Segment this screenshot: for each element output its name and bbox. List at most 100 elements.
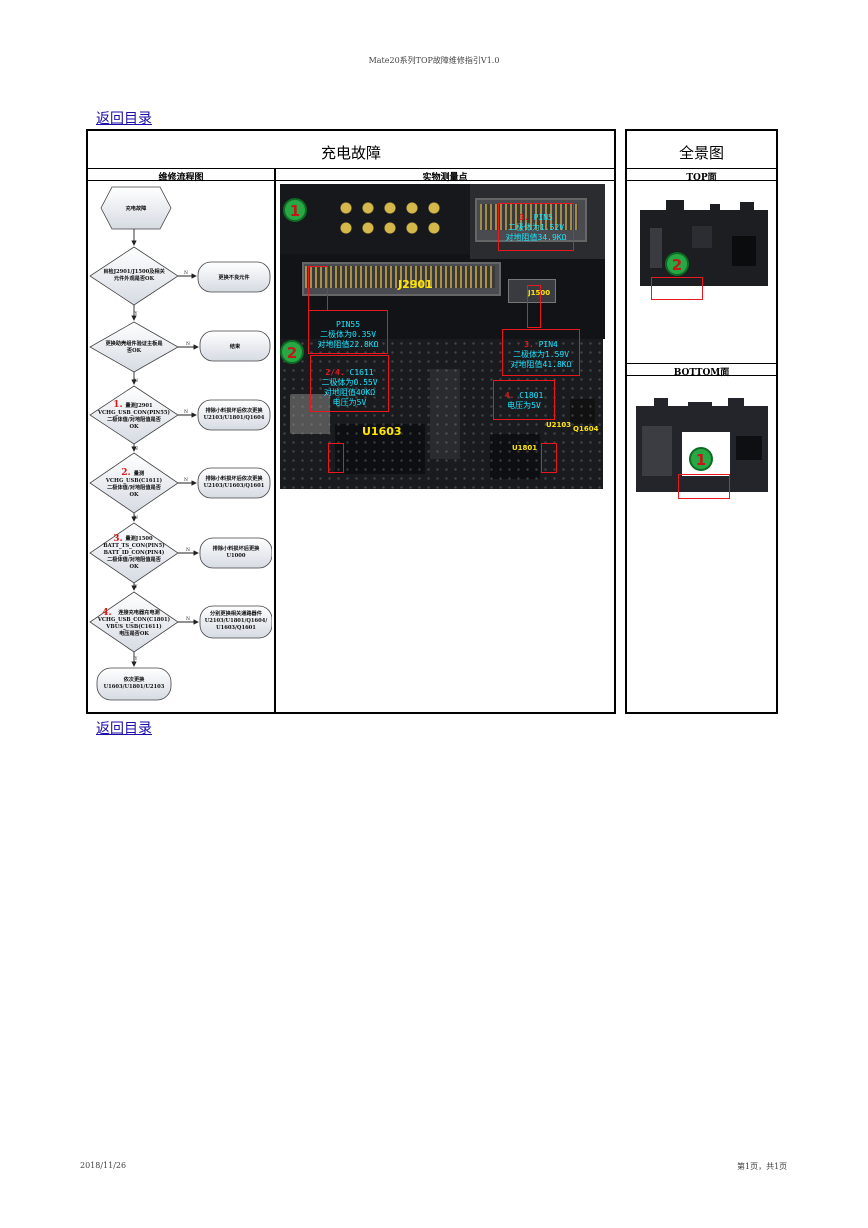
svg-text:BATT_TS_CON(PIN5): BATT_TS_CON(PIN5) <box>103 542 164 549</box>
svg-text:量测J2901: 量测J2901 <box>125 401 153 409</box>
svg-text:N: N <box>184 270 188 276</box>
c1801-point-box <box>541 443 557 473</box>
svg-text:分别更换相关通路器件: 分别更换相关通路器件 <box>210 609 263 617</box>
svg-text:1.: 1. <box>113 400 122 410</box>
svg-text:VCHG_USB(C1611): VCHG_USB(C1611) <box>105 477 162 484</box>
j1500-pin-box <box>527 285 541 328</box>
svg-text:结束: 结束 <box>230 342 241 350</box>
overview-panel: 全景图 TOP面 BOTTOM面 <box>625 129 778 714</box>
svg-text:更换助壳组件验证主板是: 更换助壳组件验证主板是 <box>105 339 163 347</box>
svg-text:排除小料损坏后更换: 排除小料损坏后更换 <box>213 544 261 552</box>
pin5-readings: 3. PIN5 二极体为1.52V 对地阻值34.9KΩ <box>505 213 567 242</box>
svg-text:OK: OK <box>129 492 139 498</box>
svg-text:排除小料损坏后依次更换: 排除小料损坏后依次更换 <box>205 474 263 482</box>
svg-text:BATT_ID_CON(PIN4): BATT_ID_CON(PIN4) <box>104 549 165 556</box>
top-side-region-box <box>651 277 703 300</box>
svg-text:3.: 3. <box>113 534 122 544</box>
c1801-box <box>493 380 555 420</box>
marker-2: 2 <box>280 340 304 364</box>
svg-text:Y: Y <box>134 584 139 590</box>
svg-text:4.: 4. <box>102 608 111 618</box>
action-replace-path <box>199 605 272 639</box>
svg-text:目检J2901/J1500及相关: 目检J2901/J1500及相关 <box>103 267 165 275</box>
svg-text:U1603/U1801/U2103: U1603/U1801/U2103 <box>104 684 165 690</box>
svg-text:N: N <box>134 515 138 521</box>
measure-points-header: 实物测量点 <box>422 173 468 183</box>
bottom-side-board-image <box>632 396 772 500</box>
svg-text:2.: 2. <box>121 468 130 478</box>
bottom-side-label: BOTTOM面 <box>673 368 730 378</box>
svg-text:VCHG_USB_CON(PIN55): VCHG_USB_CON(PIN55) <box>97 409 170 416</box>
board-photo-bottom <box>280 339 603 489</box>
label-u1801: U1801 <box>512 444 538 452</box>
c1801-readings: 4. C1801 电压为5V <box>504 391 544 410</box>
document-header: Mate20系列TOP故障维修指引V1.0 <box>368 56 500 65</box>
pin4-readings: 3. PIN4 二极体为1.59V 对地阻值41.8KΩ <box>510 340 572 369</box>
svg-text:VBUS_USB(C1611): VBUS_USB(C1611) <box>105 623 161 630</box>
svg-text:Y: Y <box>134 656 139 662</box>
svg-text:N: N <box>134 378 138 384</box>
action-replace-u2103 <box>197 399 271 431</box>
svg-text:N: N <box>186 547 190 553</box>
svg-text:量测J1500: 量测J1500 <box>125 534 153 542</box>
svg-text:Y: Y <box>134 311 139 317</box>
svg-text:二极体值/对地阻值是否: 二极体值/对地阻值是否 <box>107 555 162 563</box>
svg-text:OK: OK <box>129 424 139 430</box>
svg-text:排除小料损坏后依次更换: 排除小料损坏后依次更换 <box>205 406 263 414</box>
svg-text:元件外观是否OK: 元件外观是否OK <box>114 274 155 282</box>
top-side-marker: 2 <box>665 252 689 276</box>
footer-page: 第1页，共1页 <box>737 1162 788 1171</box>
svg-text:二极体值/对地阻值是否: 二极体值/对地阻值是否 <box>107 415 162 423</box>
c1611-readings: 2/4. C1611 二极体为0.55V 对地阻值40KΩ 电压为5V <box>321 368 378 407</box>
label-j1500: J1500 <box>528 289 551 297</box>
svg-text:VCHG_USB_CON(C1801): VCHG_USB_CON(C1801) <box>97 616 170 623</box>
footer-date: 2018/11/26 <box>80 1161 127 1170</box>
label-u2103: U2103 <box>546 421 572 429</box>
svg-text:U2103/U1603/Q1601: U2103/U1603/Q1601 <box>204 483 265 489</box>
start-label: 充电故障 <box>126 204 148 212</box>
start-hexagon <box>100 186 172 230</box>
overview-title: 全景图 <box>678 144 724 162</box>
svg-text:N: N <box>184 409 188 415</box>
label-q1604: Q1604 <box>573 425 599 433</box>
pin4-box <box>502 329 580 376</box>
main-panel: 充电故障 维修流程图 实物测量点 <box>86 129 616 714</box>
svg-text:U2103/U1801/Q1604: U2103/U1801/Q1604 <box>204 415 265 421</box>
action-replace-u1000 <box>199 537 272 569</box>
bottom-side-marker: 1 <box>689 447 713 471</box>
back-to-contents-link-bottom[interactable]: 返回目录 <box>96 721 152 737</box>
svg-text:U2103/U1801/Q1604/: U2103/U1801/Q1604/ <box>205 618 268 624</box>
pin55-point-box <box>308 266 328 311</box>
label-j2901: J2901 <box>398 278 433 291</box>
board-photo-top <box>280 184 605 339</box>
svg-text:电压是否OK: 电压是否OK <box>119 629 149 637</box>
svg-text:N: N <box>186 341 190 347</box>
back-to-contents-link[interactable]: 返回目录 <box>96 111 152 127</box>
svg-text:U1000: U1000 <box>227 553 246 559</box>
pin55-box <box>308 310 388 354</box>
svg-text:更换不良元件: 更换不良元件 <box>218 273 250 281</box>
action-end <box>199 330 271 362</box>
svg-text:N: N <box>184 477 188 483</box>
marker-1: 1 <box>283 198 307 222</box>
c1611-box <box>310 355 389 412</box>
svg-text:N: N <box>186 616 190 622</box>
action-replace-u1603 <box>197 467 271 499</box>
svg-text:连接充电器充电测: 连接充电器充电测 <box>118 608 160 616</box>
repair-flowchart: 充电故障 目检J2901/J1500及相关 元件外观是否OK 更换不良元件 更换… <box>89 186 272 701</box>
main-title: 充电故障 <box>320 144 381 162</box>
flowchart-header: 维修流程图 <box>158 173 204 183</box>
label-u1603: U1603 <box>362 425 402 438</box>
c1611-point-box <box>328 443 344 473</box>
svg-text:N: N <box>134 446 138 452</box>
end-terminator <box>96 667 172 701</box>
bottom-side-region-box <box>678 474 730 499</box>
top-side-label: TOP面 <box>686 173 717 183</box>
decision-swap-frame <box>89 321 179 373</box>
pin5-box <box>498 203 574 251</box>
svg-text:否OK: 否OK <box>127 346 142 354</box>
pin55-readings: PIN55 二极体为0.35V 对地阻值22.8KΩ <box>317 320 379 349</box>
svg-text:OK: OK <box>129 564 139 570</box>
svg-text:量测: 量测 <box>134 469 144 477</box>
svg-text:依次更换: 依次更换 <box>124 675 146 683</box>
